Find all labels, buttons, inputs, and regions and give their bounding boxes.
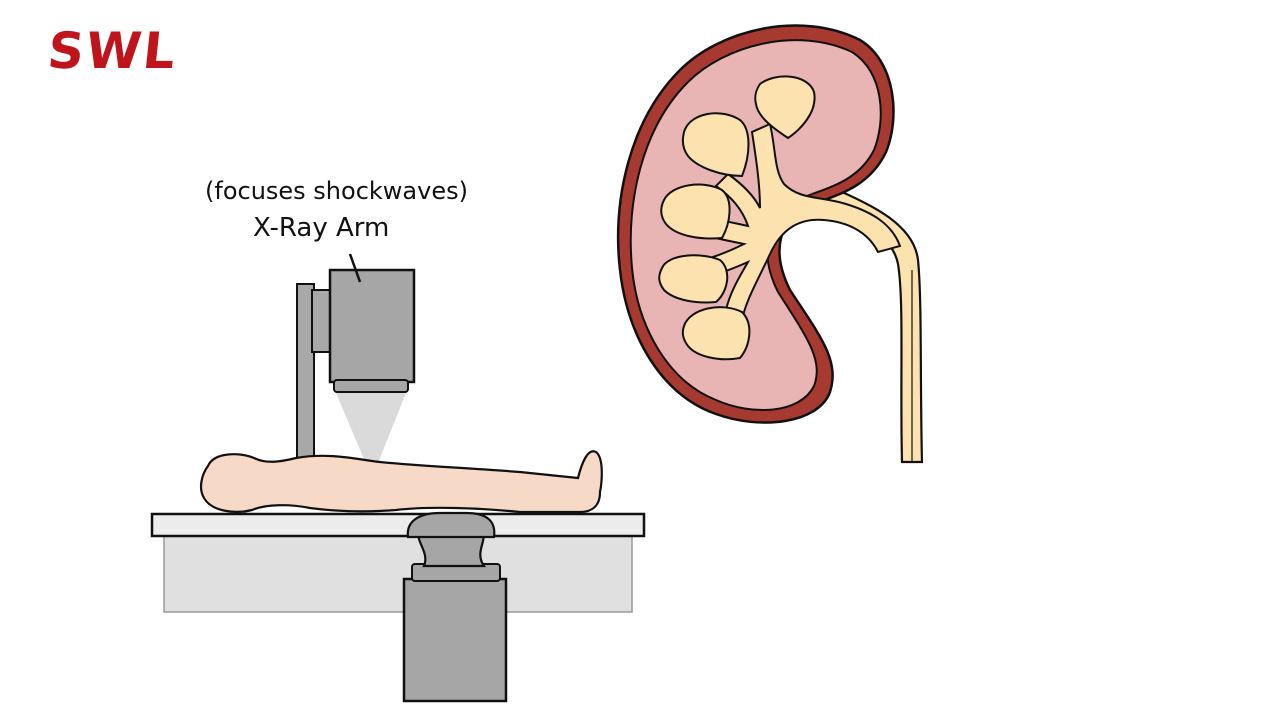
shockwave-cone — [336, 393, 406, 478]
kidney — [616, 24, 924, 464]
calyx-1 — [754, 75, 816, 140]
calyx-3 — [660, 183, 731, 240]
page-title: SWL — [44, 22, 181, 80]
x-ray-arm-function-label: (focuses shockwaves) — [205, 177, 468, 205]
x-ray-emitter — [333, 379, 409, 393]
calyx-5 — [681, 306, 751, 361]
table-base — [163, 533, 633, 613]
label-pointer — [348, 253, 362, 283]
calyces — [658, 75, 816, 361]
table-top — [150, 512, 646, 538]
shockwave-generator — [402, 511, 508, 703]
calyx-2 — [681, 112, 750, 178]
patient-body — [199, 450, 603, 514]
x-ray-arm-label: X-Ray Arm — [253, 213, 390, 243]
lithotripsy-machine — [150, 268, 646, 703]
calyx-4 — [658, 254, 729, 304]
x-ray-head — [328, 268, 416, 384]
